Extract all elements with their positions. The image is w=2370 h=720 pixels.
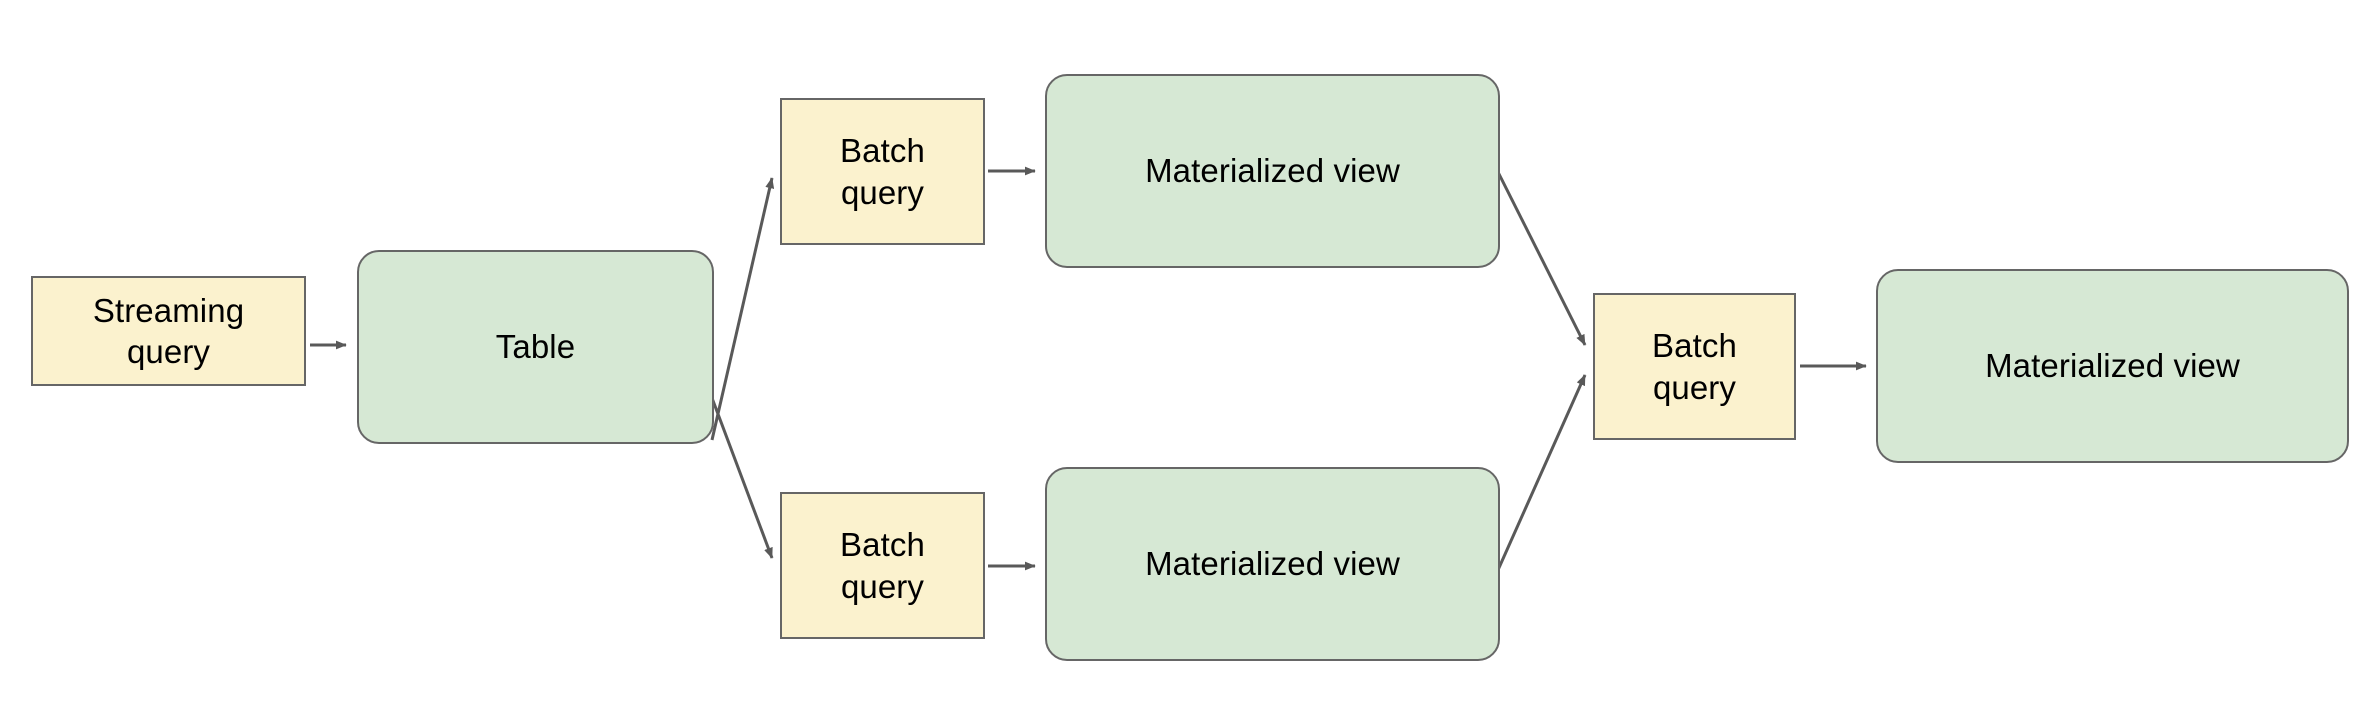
- node-materialized-view-top[interactable]: Materialized view: [1045, 74, 1500, 268]
- node-batch-query-bottom-label: Batch query: [840, 526, 925, 605]
- node-materialized-view-top-label: Materialized view: [1145, 152, 1400, 190]
- node-table[interactable]: Table: [357, 250, 714, 444]
- edge-mv-bottom-to-batch-join: [1496, 374, 1587, 571]
- node-batch-query-join[interactable]: Batch query: [1593, 293, 1796, 440]
- edge-table-to-batch-bottom: [710, 397, 774, 559]
- node-batch-query-top[interactable]: Batch query: [780, 98, 985, 245]
- node-streaming-query-label: Streaming query: [92, 291, 245, 370]
- node-batch-query-bottom[interactable]: Batch query: [780, 492, 985, 639]
- node-materialized-view-bottom-label: Materialized view: [1145, 545, 1400, 583]
- node-batch-query-join-label: Batch query: [1652, 327, 1737, 406]
- node-table-label: Table: [495, 328, 576, 366]
- node-materialized-view-bottom[interactable]: Materialized view: [1045, 467, 1500, 661]
- node-streaming-query[interactable]: Streaming query: [31, 276, 306, 386]
- node-batch-query-top-label: Batch query: [840, 132, 925, 211]
- edge-table-to-batch-top: [710, 177, 775, 441]
- edge-mv-top-to-batch-join: [1496, 171, 1587, 346]
- node-materialized-view-final[interactable]: Materialized view: [1876, 269, 2349, 463]
- node-materialized-view-final-label: Materialized view: [1985, 347, 2240, 385]
